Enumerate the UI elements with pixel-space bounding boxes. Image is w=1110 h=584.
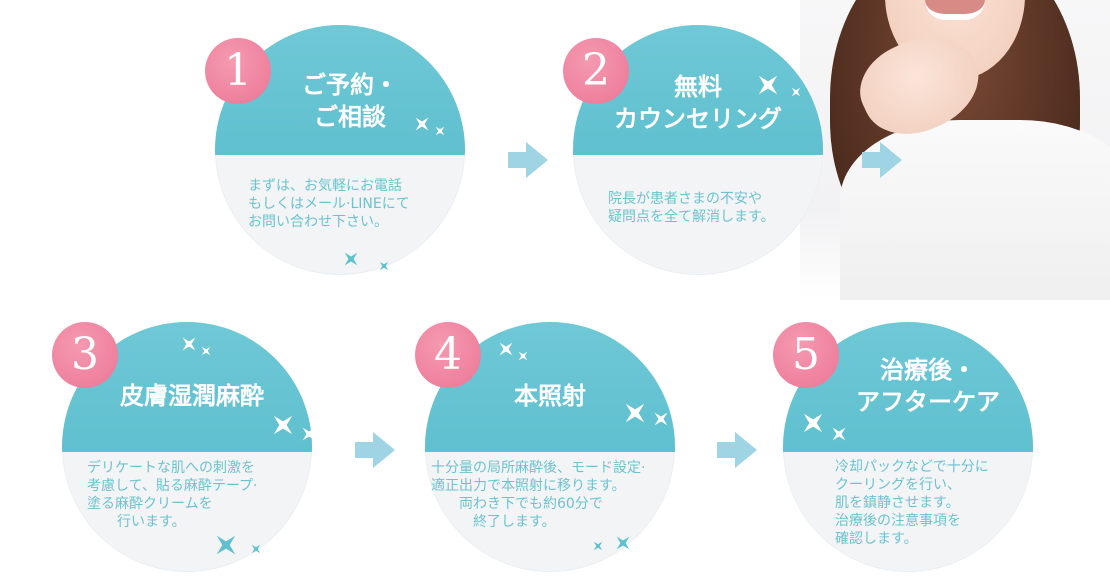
step-2-description: 院長が患者さまの不安や 疑問点を全て解消します。 [608,190,775,226]
sparkle-icon [273,415,293,435]
step-1-number: 1 [205,38,271,104]
sparkle-icon [201,346,211,356]
sparkle-icon [216,535,236,555]
sparkle-icon [182,337,196,351]
step-4-line: 両わき下でも約60分で [459,496,603,512]
sparkle-icon [593,541,603,551]
step-4-title-line1: 本照射 [514,382,586,410]
step-4-line: 適正出力で本照射に移ります。 [431,478,626,494]
arrow-right-icon [355,432,395,468]
woman-photo [800,0,1110,300]
sparkle-icon [803,413,823,433]
step-1-title: ご予約・ ご相談 [285,69,415,133]
step-2-title: 無料 カウンセリング [598,71,798,135]
step-2-line: 疑問点を全て解消します。 [608,209,775,225]
sparkle-icon [518,351,528,361]
sparkle-icon [379,261,389,271]
step-1-line: お問い合わせ下さい。 [248,214,388,230]
sparkle-icon [344,252,358,266]
sparkle-icon [758,75,778,95]
sparkle-icon [302,427,316,441]
sparkle-icon [435,126,445,136]
step-1-line: まずは、お気軽にお電話 [248,178,402,194]
step-2-title-line2: カウンセリング [614,105,782,133]
sparkle-icon [616,536,630,550]
arrow-right-icon [508,142,548,178]
step-4-title: 本照射 [490,380,610,412]
step-5-line: 確認します。 [835,531,918,547]
step-3-title: 皮膚湿潤麻酔 [107,380,277,412]
arrow-right-icon [862,142,902,178]
step-5-title-line2: アフターケア [856,388,1000,416]
step-5-title-line1: 治療後・ [880,356,976,384]
step-3-description: デリケートな肌への刺激を 考慮して、貼る麻酔テープ· 塗る麻酔クリームを 行いま… [87,459,258,531]
step-1-description: まずは、お気軽にお電話 もしくはメール·LINEにて お問い合わせ下さい。 [248,177,410,231]
step-5-line: 肌を鎮静させます。 [835,495,960,511]
step-4-description: 十分量の局所麻酔後、モード設定· 適正出力で本照射に移ります。 両わき下でも約6… [431,459,645,531]
step-3-title-line1: 皮膚湿潤麻酔 [120,382,264,410]
sparkle-icon [791,87,801,97]
step-3-line: 行います。 [117,514,186,530]
sparkle-icon [832,427,846,441]
sparkle-icon [499,342,513,356]
step-1-line: もしくはメール·LINEにて [248,196,410,212]
step-2-line: 院長が患者さまの不安や [608,191,762,207]
step-1-title-line2: ご相談 [314,103,386,131]
step-4-line: 終了します。 [473,514,556,530]
sparkle-icon [415,117,429,131]
step-4-number: 4 [415,322,481,388]
step-5-description: 冷却パックなどで十分に クーリングを行い、 肌を鎮静させます。 治療後の注意事項… [835,458,989,548]
step-5-line: 治療後の注意事項を [835,513,961,529]
step-2-number: 2 [563,38,629,104]
step-4: 本照射 十分量の局所麻酔後、モード設定· 適正出力で本照射に移ります。 両わき下… [425,322,675,572]
step-3-number: 3 [52,322,118,388]
step-3-line: 考慮して、貼る麻酔テープ· [87,478,258,494]
sparkle-icon [654,412,668,426]
step-2: 無料 カウンセリング 院長が患者さまの不安や 疑問点を全て解消します。 [573,25,823,275]
step-5-title: 治療後・ アフターケア [833,354,1023,418]
step-5-line: クーリングを行い、 [835,477,961,493]
smile [925,0,985,20]
step-3-line: 塗る麻酔クリームを [87,496,213,512]
step-3-line: デリケートな肌への刺激を [87,460,255,476]
step-5-line: 冷却パックなどで十分に [835,459,989,475]
step-5-number: 5 [773,322,839,388]
sparkle-icon [625,403,645,423]
arrow-right-icon [717,432,757,468]
sparkle-icon [251,544,261,554]
step-1-title-line1: ご予約・ [302,71,398,99]
step-2-circle [573,25,823,275]
step-4-line: 十分量の局所麻酔後、モード設定· [431,460,646,476]
step-2-title-line1: 無料 [674,73,722,101]
